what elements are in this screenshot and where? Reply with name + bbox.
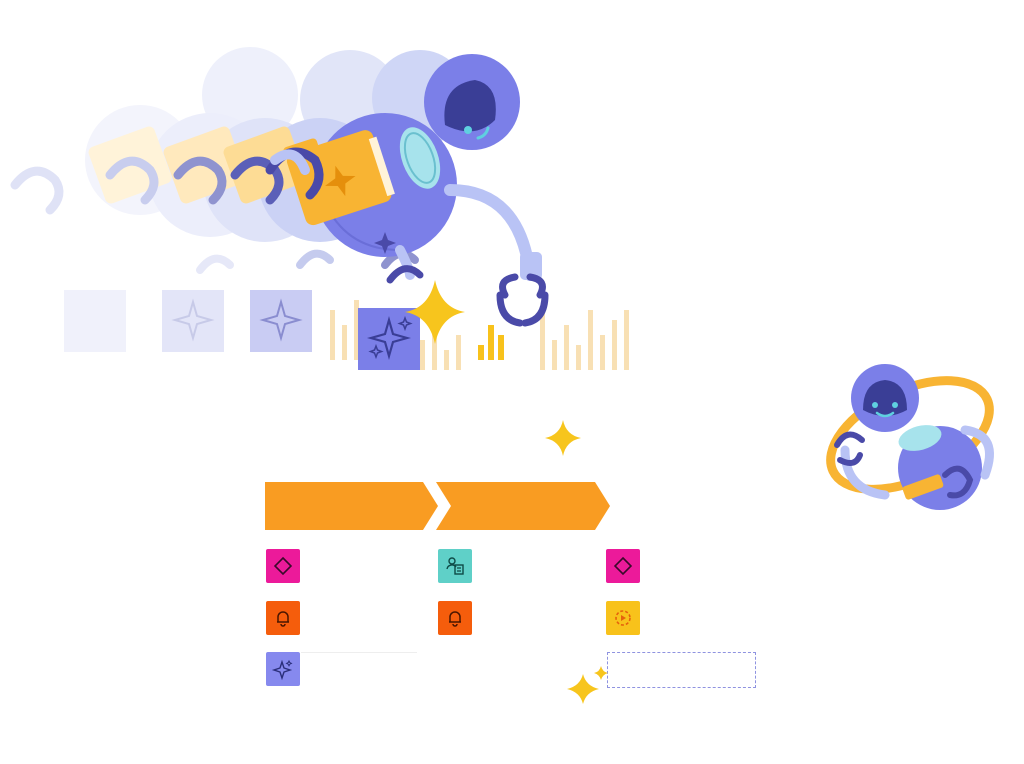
bell-icon: [449, 611, 461, 627]
diamond-icon: [613, 556, 633, 576]
gear-play-tile[interactable]: [606, 601, 640, 635]
diamond-tile[interactable]: [266, 549, 300, 583]
bell-icon: [277, 611, 289, 627]
sparkle-icon: [545, 420, 581, 456]
workflow-stages: [265, 482, 610, 530]
sparkle-icon: [565, 666, 613, 708]
sparkle-icon: [271, 659, 293, 681]
user-document-tile[interactable]: [438, 549, 472, 583]
divider: [301, 652, 417, 653]
bar-trail: [330, 300, 629, 370]
diamond-tile[interactable]: [606, 549, 640, 583]
user-document-icon: [446, 557, 464, 575]
robot-motion-scene: [0, 40, 660, 380]
stage-arrow-1: [265, 482, 438, 530]
sparkle-tile[interactable]: [266, 652, 300, 686]
gear-play-icon: [615, 610, 631, 626]
empty-drop-slot[interactable]: [607, 652, 756, 688]
robot-orbit-scene: [815, 350, 1005, 525]
stage-arrow-2: [436, 482, 610, 530]
bell-tile[interactable]: [266, 601, 300, 635]
diamond-icon: [273, 556, 293, 576]
bell-tile[interactable]: [438, 601, 472, 635]
